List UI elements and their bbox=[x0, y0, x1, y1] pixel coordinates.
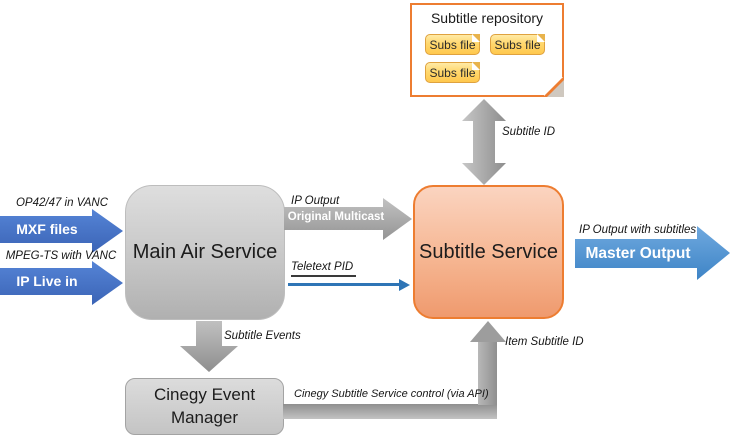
subtitle-events-label: Subtitle Events bbox=[224, 330, 301, 342]
original-multicast-label: Original Multicast bbox=[287, 211, 385, 223]
subtitle-id-double-arrow bbox=[462, 99, 506, 185]
main-air-service-node: Main Air Service bbox=[125, 185, 285, 320]
folded-corner-icon bbox=[547, 80, 564, 97]
item-subtitle-id-label: Item Subtitle ID bbox=[505, 336, 584, 348]
api-control-arrowhead-icon bbox=[470, 321, 506, 342]
teletext-pid-label: Teletext PID bbox=[291, 261, 357, 277]
mxf-caption: OP42/47 in VANC bbox=[15, 197, 109, 209]
subs-file-label: Subs file bbox=[429, 37, 476, 52]
main-air-service-label: Main Air Service bbox=[132, 241, 278, 263]
api-control-connector bbox=[283, 404, 497, 419]
teletext-pid-line bbox=[288, 283, 400, 286]
subs-file-chip: Subs file bbox=[490, 34, 545, 55]
original-multicast-arrow bbox=[284, 198, 412, 240]
ip-live-input-arrow bbox=[0, 261, 123, 305]
repository-title: Subtitle repository bbox=[430, 10, 544, 26]
api-control-label: Cinegy Subtitle Service control (via API… bbox=[294, 388, 489, 400]
master-output-arrow bbox=[575, 226, 730, 280]
cinegy-event-manager-label: Cinegy Event Manager bbox=[154, 384, 255, 430]
api-control-connector bbox=[478, 341, 497, 405]
subs-file-label: Subs file bbox=[429, 65, 476, 80]
subtitle-id-label: Subtitle ID bbox=[502, 126, 556, 138]
cinegy-line1: Cinegy Event bbox=[153, 384, 256, 404]
ip-output-caption: IP Output bbox=[291, 195, 340, 207]
folded-corner-icon bbox=[472, 62, 480, 70]
teletext-pid-arrowhead-icon bbox=[399, 279, 410, 291]
subs-file-chip: Subs file bbox=[425, 62, 480, 83]
mxf-files-label: MXF files bbox=[16, 221, 78, 237]
iplive-caption: MPEG-TS with VANC bbox=[5, 250, 117, 262]
folded-corner-icon bbox=[537, 34, 545, 42]
subtitle-service-label: Subtitle Service bbox=[419, 240, 558, 263]
subtitle-service-node: Subtitle Service bbox=[413, 185, 564, 319]
mxf-input-arrow bbox=[0, 209, 123, 253]
output-caption: IP Output with subtitles bbox=[579, 224, 697, 236]
cinegy-event-manager-node: Cinegy Event Manager bbox=[125, 378, 284, 435]
subs-file-chip: Subs file bbox=[425, 34, 480, 55]
subtitle-repository-box: Subtitle repository Subs file Subs file … bbox=[410, 3, 564, 97]
ip-live-in-label: IP Live in bbox=[16, 273, 78, 289]
cinegy-line2: Manager bbox=[170, 407, 239, 427]
subtitle-events-arrow bbox=[180, 321, 238, 372]
folded-corner-icon bbox=[472, 34, 480, 42]
master-output-label: Master Output bbox=[585, 245, 691, 262]
subs-file-label: Subs file bbox=[494, 37, 541, 52]
